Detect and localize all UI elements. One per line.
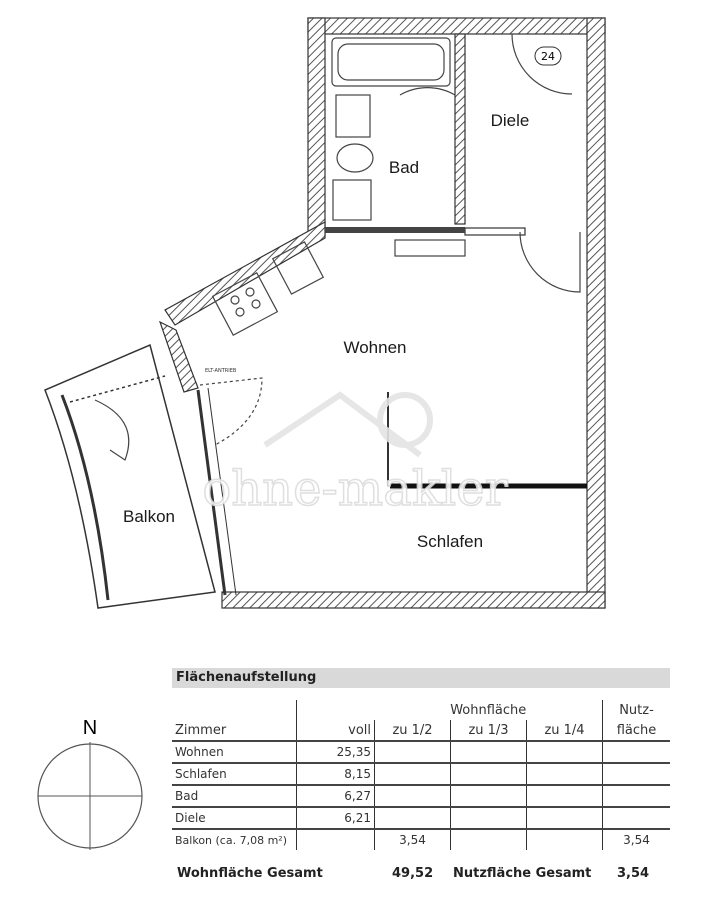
cell-half (374, 762, 451, 785)
room-label-wohnen: Wohnen (343, 338, 406, 357)
table-title: Flächenaufstellung (172, 668, 670, 688)
cell-third (450, 806, 527, 829)
col-header-quarter: zu 1/4 (526, 720, 603, 741)
table-row: Balkon (ca. 7,08 m²) 3,54 3,54 (172, 828, 670, 850)
floor-plan: 24 ELT-ANTRIEB Diele Bad Wohnen Schlafen… (44, 17, 606, 609)
cell-quarter (526, 828, 603, 850)
nutzflaeche-total-value: 3,54 (617, 866, 650, 881)
cell-quarter (526, 762, 603, 785)
balcony (44, 343, 216, 609)
area-table: Flächenaufstellung Wohnfläche Nutz- Zimm… (172, 668, 670, 850)
room-label-diele: Diele (491, 111, 530, 130)
door-number: 24 (541, 50, 555, 63)
elt-antrieb-label: ELT-ANTRIEB (205, 368, 237, 374)
cell-quarter (526, 806, 603, 829)
wohnflaeche-total-value: 49,52 (392, 866, 434, 881)
cell-half (374, 740, 451, 763)
nutz-header-1: Nutz- (602, 700, 670, 720)
cell-quarter (526, 784, 603, 807)
col-header-zimmer: Zimmer (175, 722, 227, 738)
cell-third (450, 740, 527, 763)
cell-voll: 6,21 (296, 806, 375, 829)
group-header-wohnflaeche: Wohnfläche (450, 702, 527, 718)
compass-north-label: N (83, 717, 97, 739)
door-number-badge: 24 (534, 46, 562, 66)
cell-room: Wohnen (172, 740, 297, 763)
cell-half (374, 806, 451, 829)
col-header-voll: voll (296, 720, 375, 741)
cell-voll (296, 828, 375, 850)
cell-voll: 25,35 (296, 740, 375, 763)
cell-room: Bad (172, 784, 297, 807)
cell-nutz (602, 762, 670, 785)
cell-room: Balkon (ca. 7,08 m²) (172, 828, 297, 850)
col-header-half: zu 1/2 (374, 720, 451, 741)
cell-voll: 8,15 (296, 762, 375, 785)
col-header-third: zu 1/3 (450, 720, 527, 741)
cell-third (450, 784, 527, 807)
room-label-balkon: Balkon (123, 507, 175, 526)
room-label-bad: Bad (389, 158, 419, 177)
wohnflaeche-total-label: Wohnfläche Gesamt (177, 866, 323, 881)
cell-quarter (526, 740, 603, 763)
cell-third (450, 828, 527, 850)
cell-nutz: 3,54 (602, 828, 670, 850)
cell-third (450, 762, 527, 785)
fixtures (94, 33, 581, 461)
nutz-header-2: fläche (602, 720, 670, 741)
cell-nutz (602, 784, 670, 807)
room-label-schlafen: Schlafen (417, 532, 483, 551)
cell-half (374, 784, 451, 807)
watermark-logo (263, 391, 433, 458)
nutzflaeche-total-label: Nutzfläche Gesamt (453, 866, 592, 881)
walls (158, 17, 606, 609)
cell-voll: 6,27 (296, 784, 375, 807)
cell-half: 3,54 (374, 828, 451, 850)
cell-nutz (602, 740, 670, 763)
watermark: ohne-makler (202, 461, 507, 517)
compass: N (37, 717, 143, 850)
cell-room: Schlafen (172, 762, 297, 785)
cell-room: Diele (172, 806, 297, 829)
cell-nutz (602, 806, 670, 829)
